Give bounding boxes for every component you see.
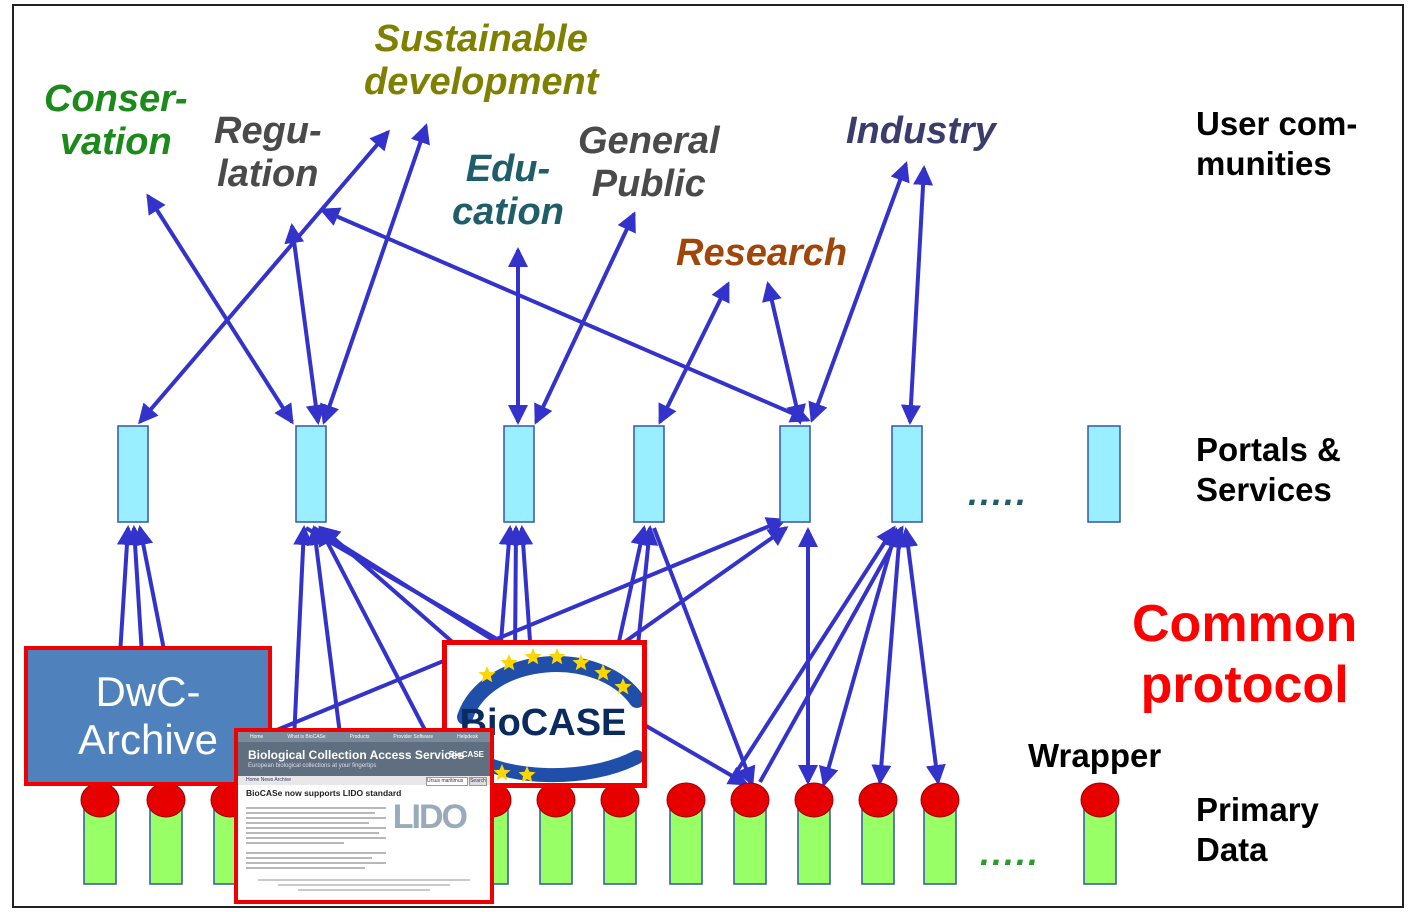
star-icon [524, 648, 542, 665]
screenshot-headline: BioCASe now supports LIDO standard [246, 788, 402, 798]
star-icon [594, 664, 612, 681]
screenshot-nav-item: Home [249, 734, 264, 740]
wrapper-node [920, 782, 960, 818]
wrapper-node [730, 782, 770, 818]
connection-arrow [871, 527, 909, 785]
community-research: Research [676, 232, 848, 274]
portals-ellipsis: ..... [968, 472, 1029, 513]
star-icon [493, 764, 511, 781]
biocase-website-screenshot: Home What is BioCASe Products Provider S… [234, 728, 494, 904]
connection-arrow [819, 527, 901, 787]
screenshot-search-button: Search [469, 777, 487, 786]
community-education: Edu-cation [452, 148, 564, 233]
connection-arrow [284, 223, 326, 425]
portal-box [295, 425, 327, 523]
screenshot-subtitle: European biological collections at your … [248, 763, 377, 769]
screenshot-breadcrumb-text: Home News Archive [246, 777, 292, 783]
connection-arrow [534, 211, 636, 425]
wrapper-node [1080, 782, 1120, 818]
connection-arrow [808, 161, 910, 423]
screenshot-title: Biological Collection Access Services [248, 748, 465, 762]
star-icon [614, 678, 632, 695]
portal-box [1087, 425, 1121, 523]
portal-layer [117, 425, 1121, 523]
screenshot-nav-item: What is BioCASe [287, 734, 326, 740]
label-user-communities: User com-munities [1196, 105, 1358, 182]
community-regulation: Regu-lation [214, 110, 322, 195]
portal-box [633, 425, 665, 523]
connection-arrow [271, 517, 787, 734]
connection-arrow [320, 123, 430, 425]
dwc-label-line1: DwC- [95, 667, 201, 715]
connection-arrow [728, 525, 896, 784]
screenshot-nav-item: Helpdesk [457, 734, 478, 740]
dwc-label-line2: Archive [77, 716, 219, 763]
wrapper-node [666, 782, 706, 818]
portal-box [779, 425, 811, 523]
star-icon [518, 766, 536, 783]
screenshot-search-input: Ursus maritimus [426, 777, 468, 786]
connection-arrow [652, 527, 756, 787]
wrapper-node [858, 782, 898, 818]
screenshot-logo: BioCASE [448, 750, 484, 759]
star-icon [548, 648, 566, 665]
screenshot-lido-logo: LIDO [392, 798, 468, 836]
star-icon [500, 654, 518, 671]
screenshot-breadcrumb: Home News Archive Ursus maritimus Search [238, 776, 490, 786]
screenshot-body-text [246, 804, 386, 872]
connection-arrow [658, 281, 730, 425]
label-wrapper: Wrapper [1028, 737, 1162, 774]
star-icon [572, 654, 590, 671]
wrapper-node [600, 782, 640, 818]
portal-box [503, 425, 535, 523]
screenshot-nav-item: Products [349, 734, 370, 740]
screenshot-nav: Home What is BioCASe Products Provider S… [238, 732, 490, 742]
wrapper-node [80, 782, 120, 818]
dwc-archive-box: DwC- Archive [24, 646, 272, 786]
community-industry: Industry [846, 110, 996, 152]
wrapper-node [536, 782, 576, 818]
portal-box [117, 425, 149, 523]
connection-arrow [758, 525, 904, 783]
connection-arrow [898, 527, 946, 785]
label-portals-services: Portals &Services [1196, 431, 1341, 508]
wrapper-node [794, 782, 834, 818]
screenshot-nav-item: Provider Software [393, 734, 434, 740]
star-icon [478, 666, 496, 683]
community-conservation: Conser-vation [44, 78, 188, 163]
screenshot-header: Biological Collection Access Services Eu… [238, 742, 490, 776]
connection-arrow [762, 281, 806, 425]
screenshot-footer [258, 876, 470, 894]
portal-box [891, 425, 923, 523]
primary-ellipsis: ..... [980, 832, 1041, 873]
wrapper-node [146, 782, 186, 818]
connection-arrow [900, 165, 934, 425]
